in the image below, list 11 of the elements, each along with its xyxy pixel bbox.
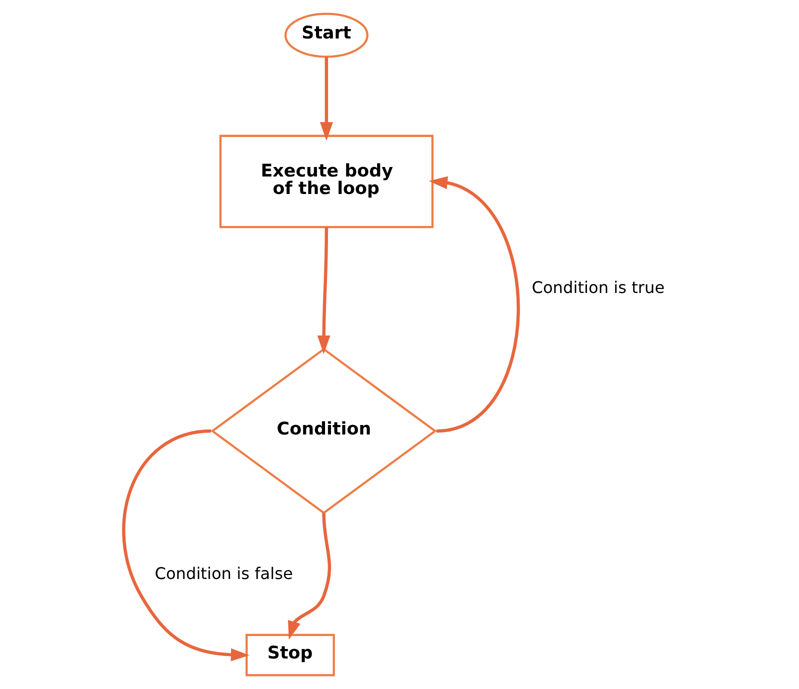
edge-label: Condition is false (154, 564, 292, 583)
arrow (319, 56, 332, 141)
node-ellipse: Start (284, 12, 368, 58)
arrow (316, 227, 330, 354)
node-diamond: Condition (210, 348, 436, 514)
node-box: Execute body of the loop (218, 134, 434, 228)
arrow (287, 512, 331, 640)
node-box: Stop (245, 634, 334, 676)
arrow (122, 429, 249, 662)
arrow (428, 176, 520, 433)
edge-label: Condition is true (531, 278, 664, 297)
